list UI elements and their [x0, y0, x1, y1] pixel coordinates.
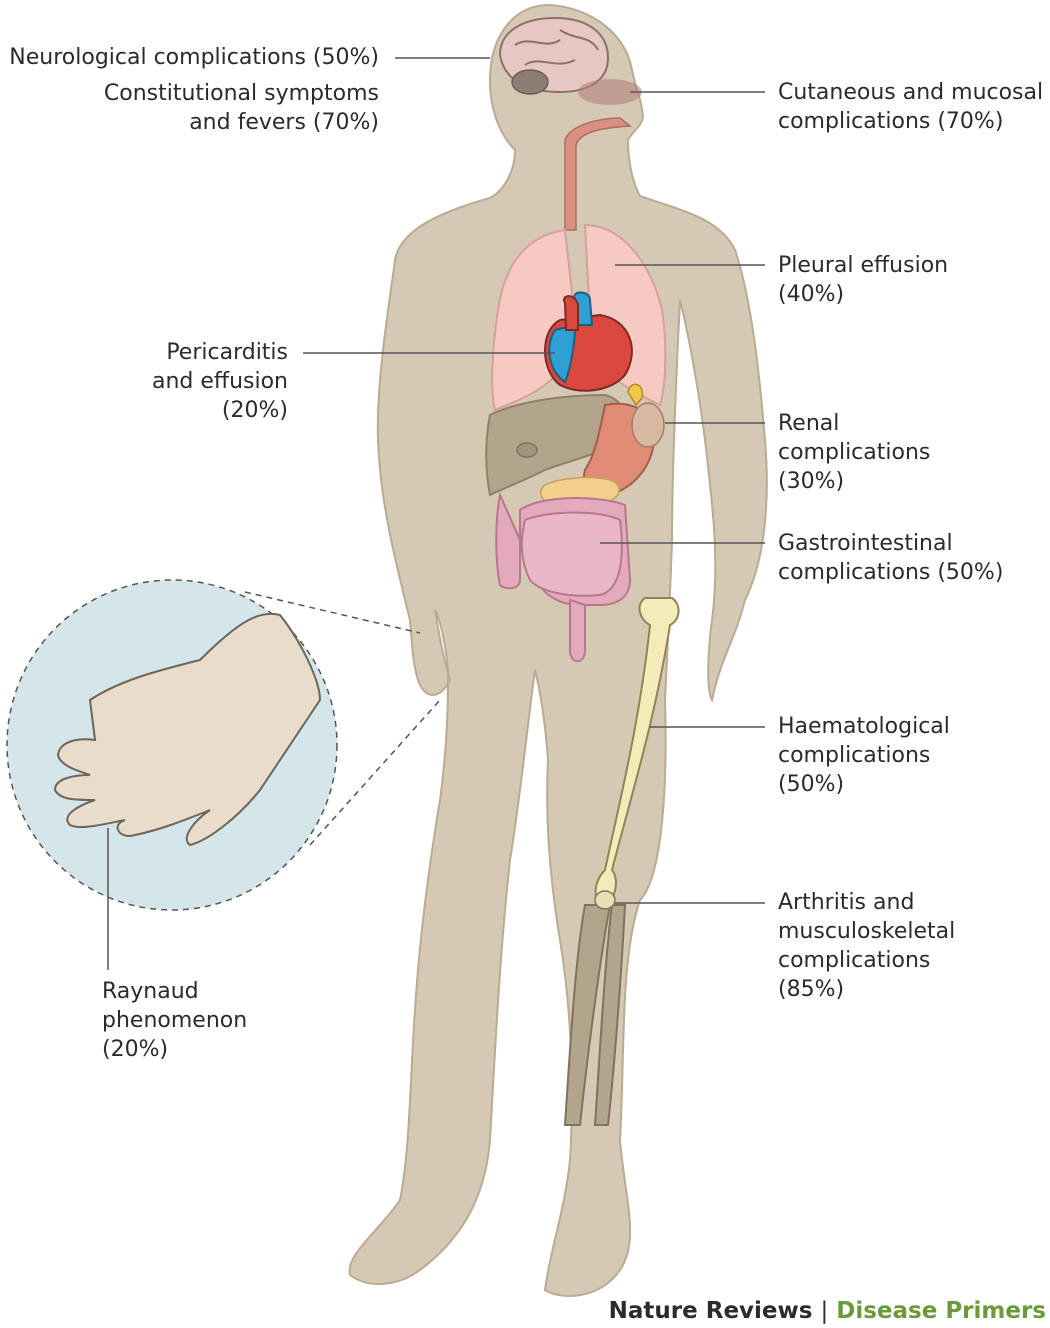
label-arthritis-line1: Arthritis and	[778, 890, 915, 915]
leg-bones	[563, 597, 680, 1126]
label-constitutional: Constitutional symptoms and fevers (70%)	[104, 79, 379, 137]
label-pleural: Pleural effusion (40%)	[778, 251, 948, 309]
label-gastro-line1: Gastrointestinal	[778, 531, 953, 556]
label-pleural-line1: Pleural effusion	[778, 253, 949, 278]
gallbladder	[516, 442, 538, 458]
label-arthritis-line4: (85%)	[778, 977, 845, 1002]
label-pericarditis-line1: Pericarditis	[166, 340, 288, 365]
brand-footer: Nature Reviews | Disease Primers	[609, 1298, 1046, 1324]
leader-lines	[107, 57, 765, 970]
label-arthritis: Arthritis and musculoskeletal complicati…	[778, 888, 955, 1004]
label-cutaneous-line1: Cutaneous and mucosal	[778, 80, 1044, 105]
label-arthritis-line3: complications	[778, 948, 931, 973]
label-pericarditis: Pericarditis and effusion (20%)	[152, 338, 288, 425]
intestines	[495, 491, 632, 663]
label-constitutional-line1: Constitutional symptoms	[103, 81, 379, 106]
label-cutaneous-line2: complications (70%)	[778, 109, 1004, 134]
label-cutaneous: Cutaneous and mucosal complications (70%…	[778, 78, 1043, 136]
brand-separator: |	[820, 1298, 829, 1324]
brand-series: Disease Primers	[836, 1298, 1046, 1324]
label-raynaud: Raynaud phenomenon (20%)	[102, 977, 247, 1064]
label-renal: Renal complications (30%)	[778, 409, 930, 496]
heart	[544, 291, 633, 392]
label-pericarditis-line3: (20%)	[221, 398, 288, 423]
mouth-mucosa	[578, 79, 642, 105]
label-raynaud-line3: (20%)	[102, 1037, 169, 1062]
oesophagus	[564, 117, 632, 231]
label-arthritis-line2: musculoskeletal	[778, 919, 956, 944]
label-gastro: Gastrointestinal complications (50%)	[778, 529, 1003, 587]
label-neurological-line1: Neurological complications (50%)	[9, 45, 379, 70]
label-haemato-line1: Haematological	[778, 714, 950, 739]
label-haemato-line2: complications	[778, 743, 931, 768]
kidney	[631, 402, 665, 448]
label-haemato: Haematological complications (50%)	[778, 712, 950, 799]
body-silhouette	[348, 3, 768, 1297]
label-raynaud-line2: phenomenon	[102, 1008, 248, 1033]
label-raynaud-line1: Raynaud	[102, 979, 199, 1004]
label-pericarditis-line2: and effusion	[152, 369, 288, 394]
brand-journal: Nature Reviews	[608, 1298, 813, 1324]
label-pleural-line2: (40%)	[778, 282, 845, 307]
raynaud-inset	[6, 579, 441, 911]
label-renal-line2: complications	[778, 440, 931, 465]
label-gastro-line2: complications (50%)	[778, 560, 1004, 585]
adrenal-gland	[627, 383, 644, 407]
label-constitutional-line2: and fevers (70%)	[189, 110, 379, 135]
label-renal-line1: Renal	[778, 411, 840, 436]
brain	[498, 16, 610, 95]
label-neurological: Neurological complications (50%)	[9, 43, 379, 72]
label-haemato-line3: (50%)	[778, 772, 845, 797]
label-renal-line3: (30%)	[778, 469, 845, 494]
